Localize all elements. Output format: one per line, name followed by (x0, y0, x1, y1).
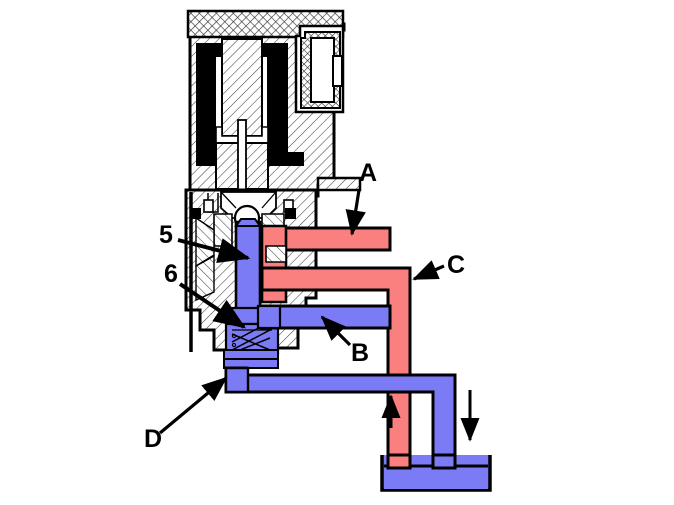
tank-fluid (384, 466, 488, 489)
leader-B (320, 315, 352, 347)
callout-label-B: B (351, 339, 369, 367)
solenoid-coil-assembly (186, 9, 362, 199)
bobbin-gap-right (262, 57, 267, 153)
callout-label-A: A (359, 159, 377, 187)
return-stub-B (256, 304, 282, 330)
tank-suction-pipe-end (386, 453, 412, 470)
return-bore-top-taper (234, 218, 262, 227)
return-circuit-blue (223, 218, 457, 457)
return-bore-column (234, 220, 262, 312)
return-spring (231, 321, 272, 351)
retainer-left (203, 199, 214, 213)
return-drain-mouth (224, 366, 250, 394)
push-pin (237, 119, 247, 199)
return-gallery-B (260, 304, 392, 330)
body-chamfer-left-2 (195, 254, 215, 302)
seat-hatch-b (261, 191, 277, 209)
body-chamfer-left (195, 216, 215, 268)
coil-winding-left (196, 43, 216, 165)
housing-flange-right (316, 176, 362, 192)
callout-label-C: C (447, 251, 465, 279)
callout-leaders (158, 189, 445, 435)
seat-hatch-a (220, 191, 237, 209)
port-land-upper-overlay (265, 245, 287, 263)
return-riser-fill (433, 392, 455, 455)
leader-5 (177, 238, 251, 264)
callout-label-5: 5 (159, 221, 173, 249)
callout-label-6: 6 (164, 260, 178, 288)
tank-return-pipe-end (431, 453, 457, 470)
coil-winding-right (266, 43, 288, 165)
leader-D (158, 376, 228, 435)
leader-A (345, 189, 366, 236)
seat-wall-left (213, 213, 233, 247)
callout-labels: A C B D 5 6 (144, 159, 465, 453)
leader-6 (178, 282, 246, 329)
reservoir-tank (380, 453, 492, 492)
o-ring-seal-left (190, 208, 201, 219)
connector-tab (332, 55, 343, 87)
poppet-base-2 (223, 358, 279, 369)
callout-label-D: D (144, 425, 162, 453)
connector-cavity (310, 37, 335, 103)
bobbin-gap-left (216, 57, 222, 153)
flow-direction-arrows (381, 390, 480, 442)
o-ring-seal-right (285, 208, 296, 219)
leader-C (412, 260, 445, 281)
